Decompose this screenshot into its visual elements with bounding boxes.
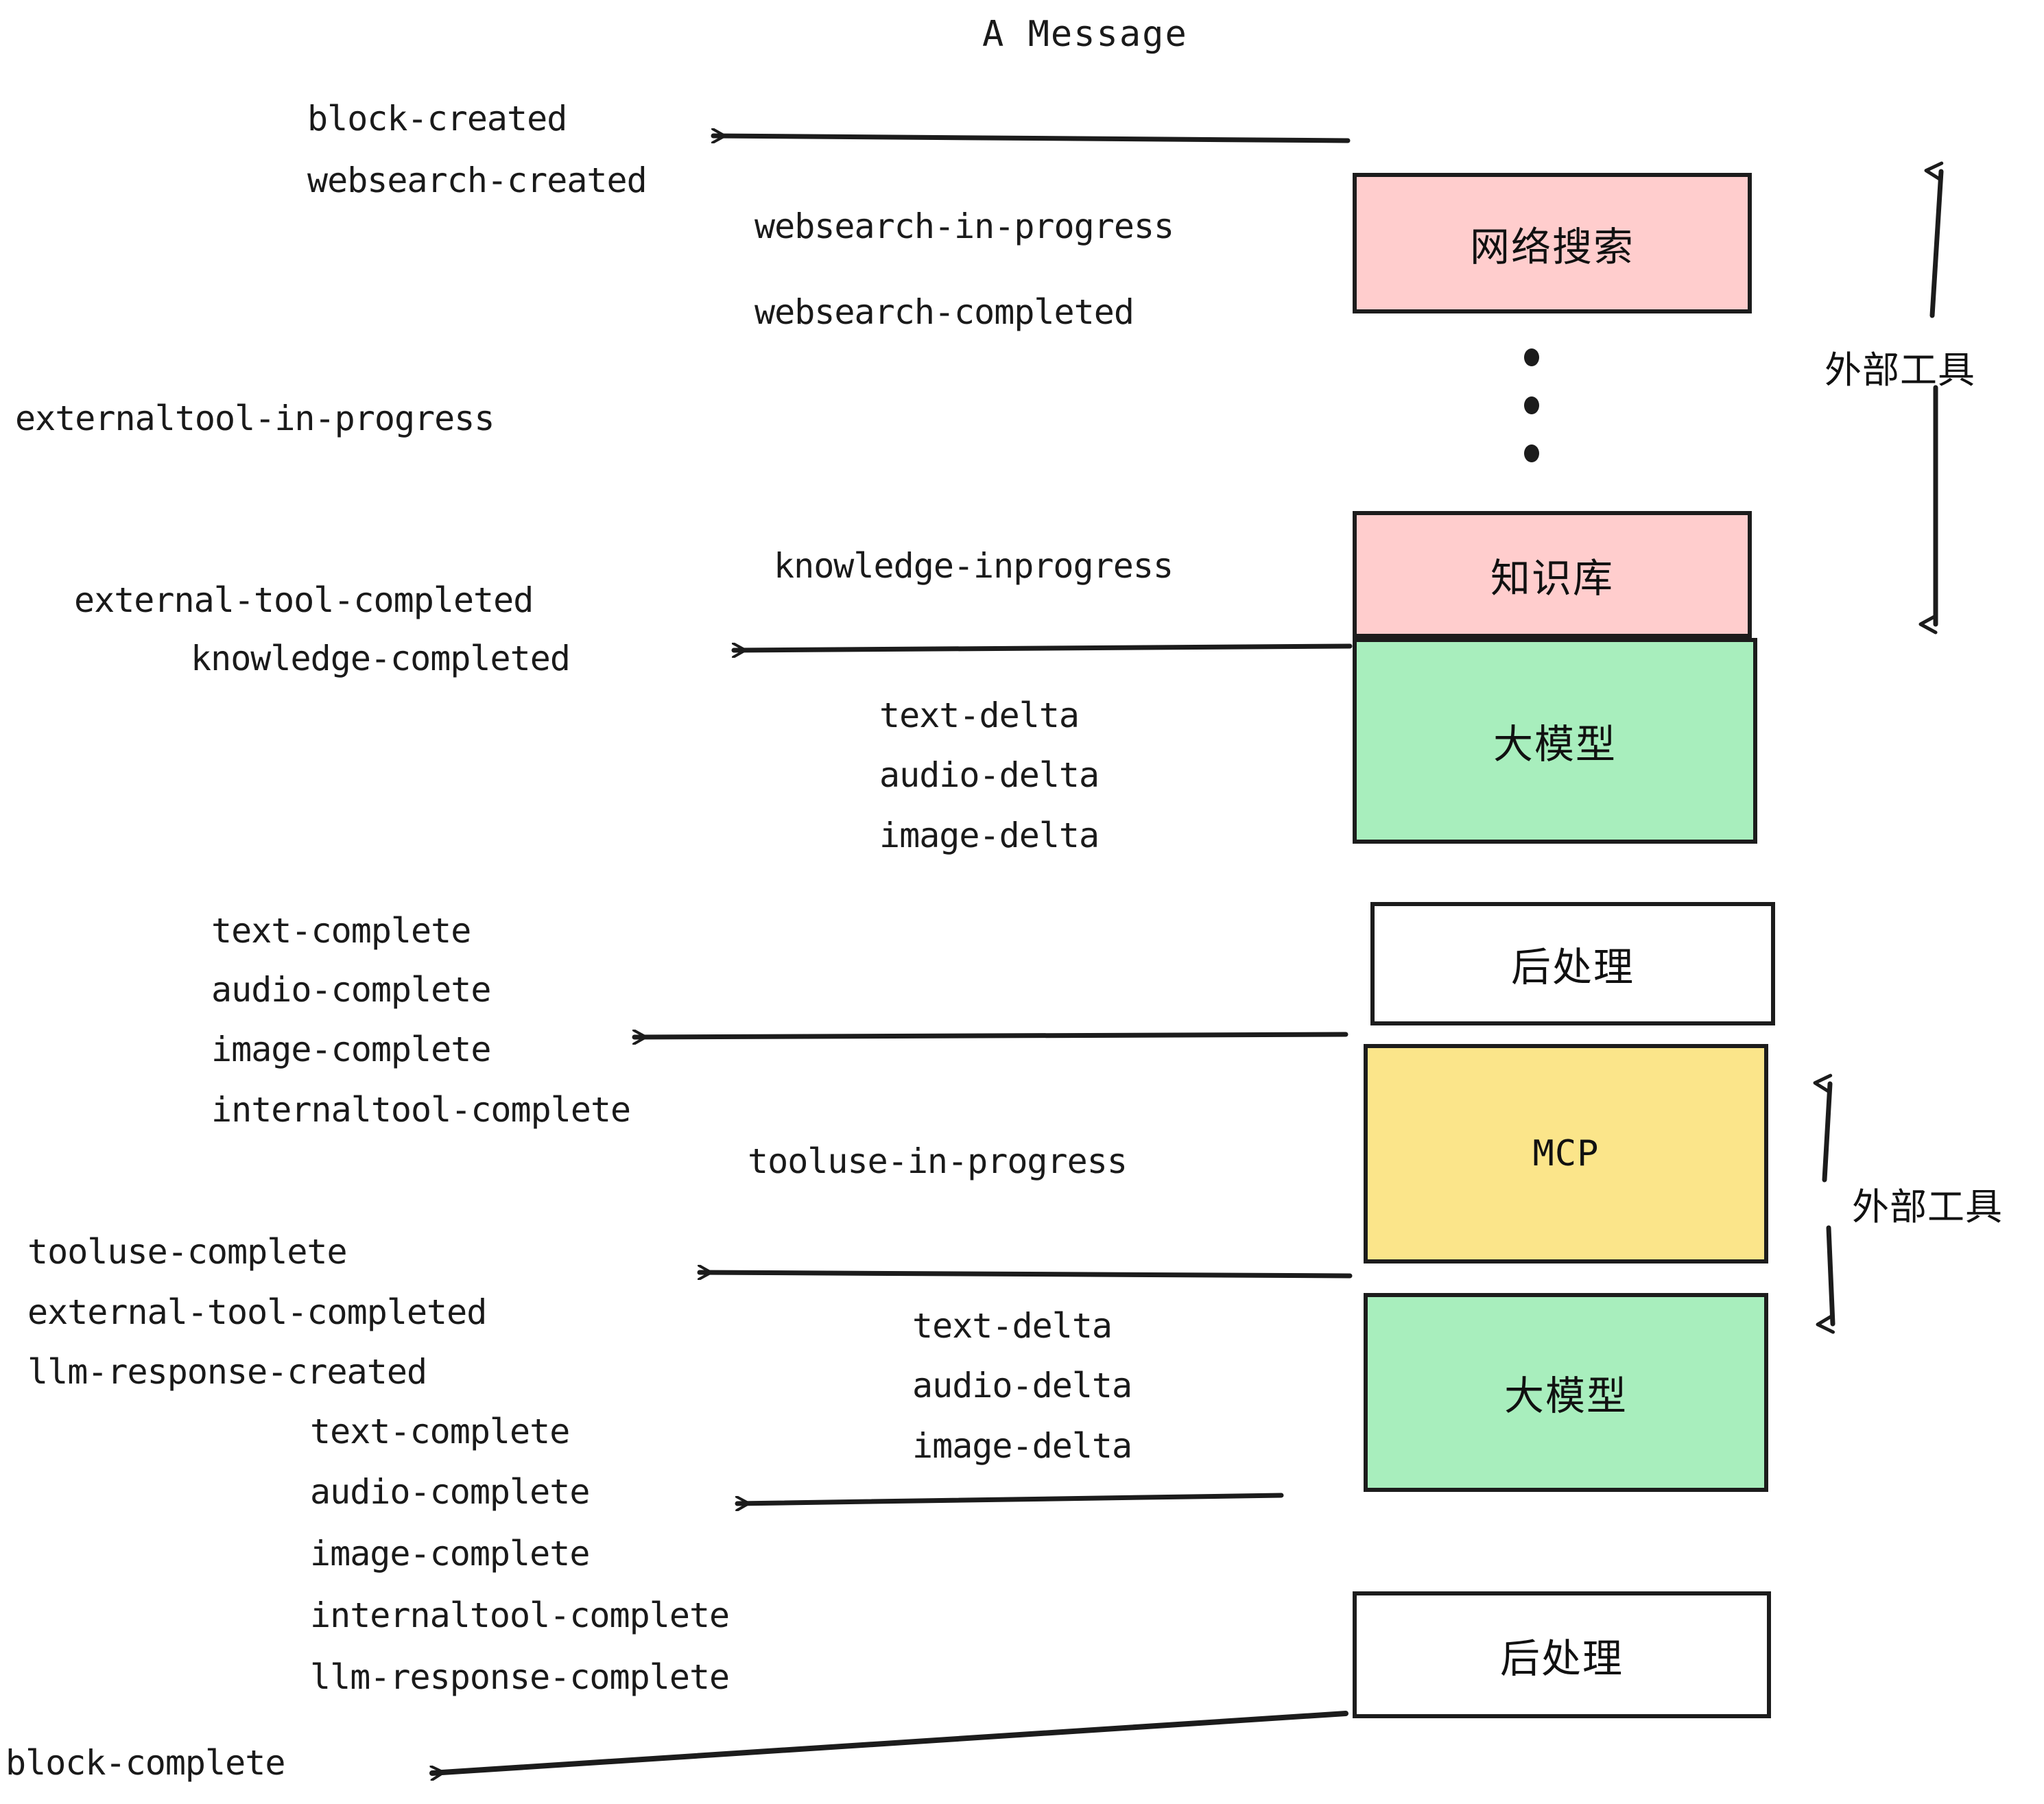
event-text-complete-2: text-complete: [310, 1412, 570, 1451]
box-postprocess-1[interactable]: 后处理: [1370, 902, 1775, 1025]
event-websearch-created: websearch-created: [307, 161, 647, 200]
box-postprocess-2[interactable]: 后处理: [1353, 1591, 1771, 1718]
event-image-complete-1: image-complete: [211, 1030, 491, 1069]
ellipsis-dot-1: [1524, 348, 1539, 366]
box-mcp[interactable]: MCP: [1364, 1044, 1768, 1263]
box-llm-2[interactable]: 大模型: [1364, 1293, 1768, 1492]
event-text-delta-1: text-delta: [879, 696, 1080, 735]
diagram-title: A Message: [982, 14, 1188, 55]
event-externaltool-in-progress: externaltool-in-progress: [15, 399, 495, 438]
event-block-complete: block-complete: [5, 1743, 285, 1783]
event-image-delta-1: image-delta: [879, 816, 1100, 855]
box-llm-2-label: 大模型: [1504, 1373, 1628, 1419]
external-tools-arrow-top: [1918, 161, 1944, 634]
box-postprocess-2-label: 后处理: [1499, 1635, 1624, 1682]
event-audio-delta-1: audio-delta: [879, 755, 1100, 795]
event-tooluse-complete: tooluse-complete: [27, 1232, 348, 1272]
box-knowledge-label: 知识库: [1490, 554, 1614, 602]
box-websearch-label: 网络搜索: [1469, 223, 1635, 270]
event-audio-complete-2: audio-complete: [310, 1472, 590, 1512]
event-internaltool-complete-1: internaltool-complete: [211, 1090, 631, 1130]
event-text-delta-2: text-delta: [912, 1306, 1113, 1346]
box-postprocess-1-label: 后处理: [1510, 944, 1635, 990]
event-external-tool-completed-1: external-tool-completed: [74, 580, 534, 620]
event-image-delta-2: image-delta: [912, 1426, 1132, 1466]
box-mcp-label: MCP: [1532, 1133, 1600, 1174]
event-audio-delta-2: audio-delta: [912, 1366, 1132, 1405]
arrow-websearch-to-block-created: [711, 136, 1351, 141]
event-websearch-completed: websearch-completed: [754, 292, 1134, 332]
box-llm-1[interactable]: 大模型: [1353, 638, 1757, 844]
event-image-complete-2: image-complete: [310, 1534, 590, 1574]
event-tooluse-in-progress: tooluse-in-progress: [748, 1141, 1128, 1181]
event-block-created: block-created: [307, 99, 567, 139]
event-llm-response-complete: llm-response-complete: [310, 1657, 730, 1697]
side-label-external-tools-bottom: 外部工具: [1852, 1185, 2003, 1229]
arrow-postprocess1-to-image-complete: [632, 1034, 1348, 1037]
arrow-knowledge-to-completed: [731, 646, 1353, 650]
arrow-mcp-to-tooluse-complete: [697, 1272, 1353, 1276]
event-external-tool-completed-2: external-tool-completed: [27, 1292, 487, 1332]
box-llm-1-label: 大模型: [1493, 721, 1617, 768]
external-tools-arrow-bottom: [1813, 1073, 1835, 1334]
event-text-complete-1: text-complete: [211, 911, 471, 951]
event-knowledge-completed: knowledge-completed: [191, 639, 571, 678]
event-websearch-in-progress: websearch-in-progress: [754, 206, 1174, 246]
event-llm-response-created: llm-response-created: [27, 1352, 427, 1392]
event-internaltool-complete-2: internaltool-complete: [310, 1595, 730, 1635]
event-audio-complete-1: audio-complete: [211, 970, 491, 1010]
event-knowledge-inprogress: knowledge-inprogress: [774, 546, 1174, 586]
arrow-postprocess2-to-block-complete: [429, 1711, 1348, 1773]
box-knowledge[interactable]: 知识库: [1353, 511, 1752, 638]
box-websearch[interactable]: 网络搜索: [1353, 173, 1752, 313]
arrow-llm2-to-audio-complete: [735, 1493, 1284, 1504]
ellipsis-dot-2: [1524, 396, 1539, 414]
side-label-external-tools-top: 外部工具: [1825, 348, 1975, 392]
ellipsis-dot-3: [1524, 444, 1539, 462]
